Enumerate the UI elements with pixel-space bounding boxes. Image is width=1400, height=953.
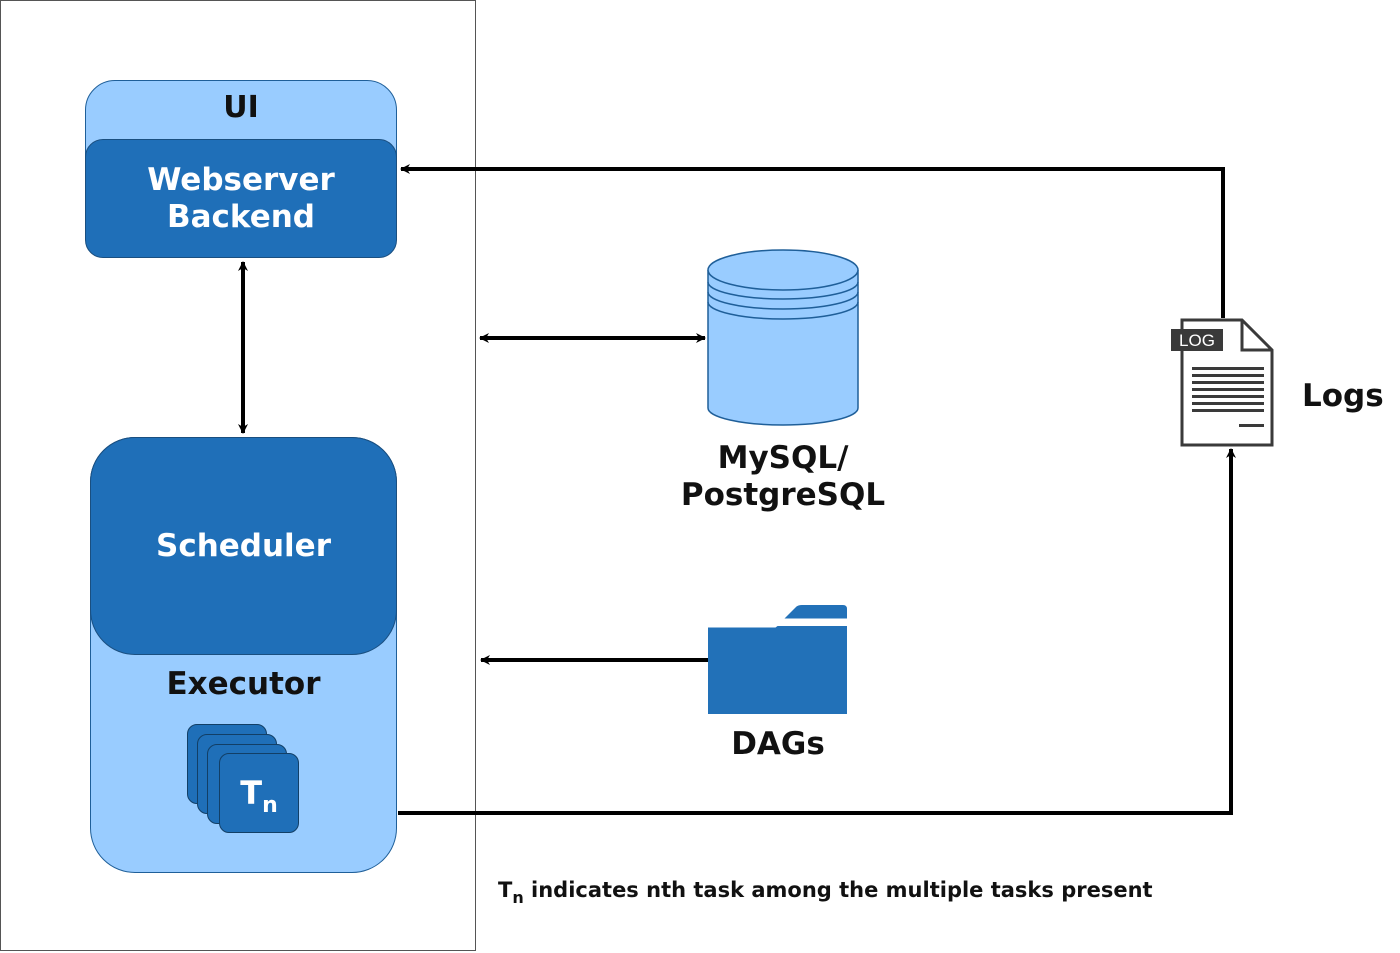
task-label: Tn [240,774,278,818]
task-subscript: n [262,793,278,818]
folder-icon [708,605,847,714]
webserver-backend-label: Webserver Backend [147,161,335,235]
logs-to-webserver-arrow [400,164,1225,318]
task-note: Tn indicates nth task among the multiple… [498,878,1153,907]
scheduler-label: Scheduler [156,528,331,564]
ui-label: UI [223,90,259,125]
task-letter: T [240,774,263,812]
executor-to-logs-arrow [398,448,1236,815]
webserver-backend-box: Webserver Backend [85,139,397,258]
note-subscript: n [512,888,524,907]
database-icon [707,249,859,426]
task-card-tn: Tn [219,753,299,833]
dags-label: DAGs [731,726,825,762]
scheduler-box: Scheduler [90,437,397,655]
executor-label: Executor [166,666,321,702]
database-label: MySQL/ PostgreSQL [680,440,886,513]
note-letter: T [498,878,513,902]
note-text: indicates nth task among the multiple ta… [523,878,1153,902]
log-tag-text: LOG [1179,331,1215,350]
logs-label: Logs [1302,378,1384,414]
log-file-icon [1171,318,1274,447]
